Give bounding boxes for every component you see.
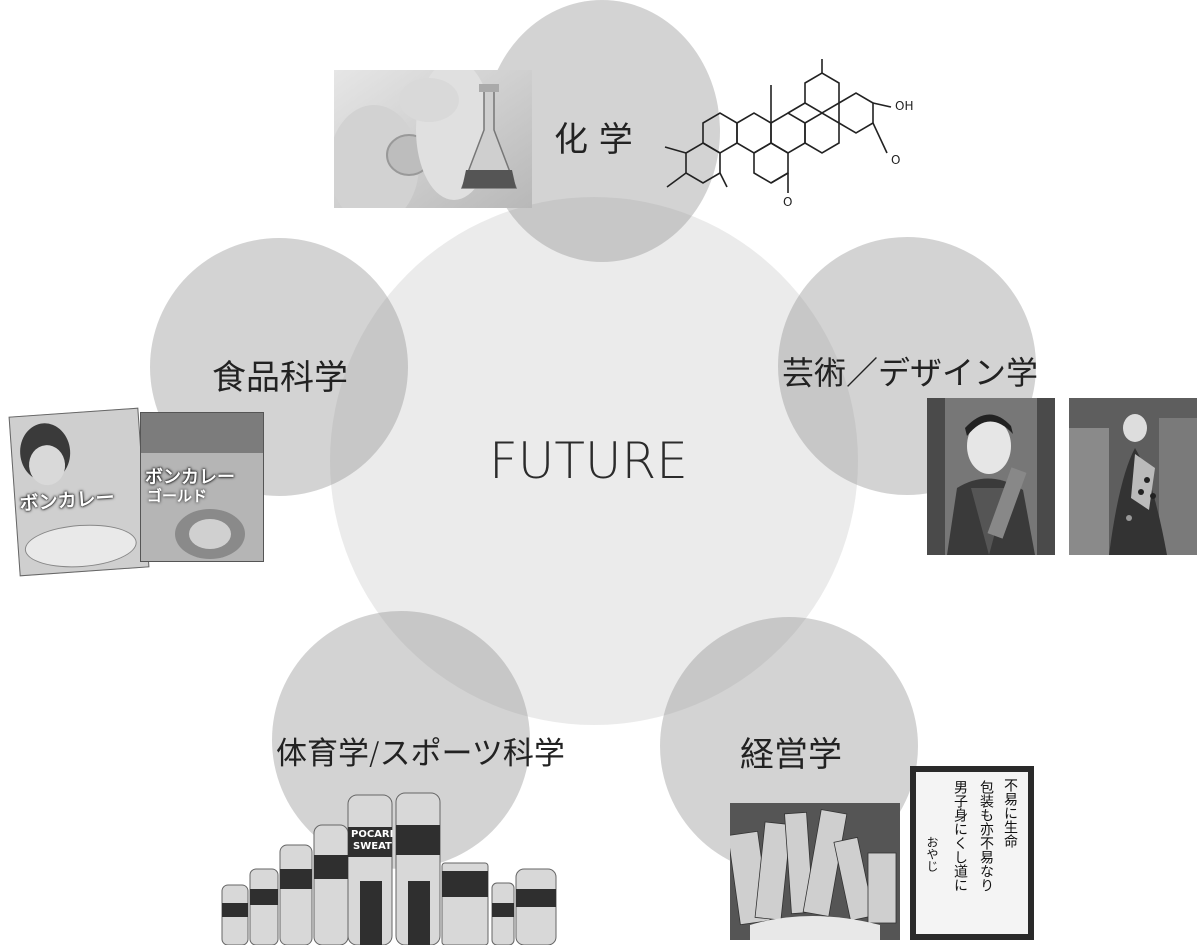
- center-label: FUTURE: [489, 432, 688, 490]
- o-label-right: O: [891, 153, 901, 167]
- art-painting-right: [1069, 398, 1197, 555]
- bottle-brand-2: SWEAT: [353, 841, 392, 852]
- food-label: 食品科学: [212, 358, 348, 398]
- art-label: 芸術／デザイン学: [782, 354, 1039, 392]
- food-box-right-sub: ゴールド: [147, 487, 208, 505]
- business-books-photo: [730, 803, 900, 940]
- food-box-right: ボンカレー ゴールド: [140, 412, 264, 562]
- food-box-right-brand: ボンカレー: [145, 467, 235, 488]
- o-label-bottom: O: [783, 195, 793, 209]
- calligraphy-signature: おやじ: [925, 836, 939, 872]
- sports-label: 体育学/スポーツ科学: [276, 736, 565, 772]
- chemistry-label: 化 学: [554, 120, 633, 160]
- center-circle: [330, 197, 858, 725]
- bottle-brand-1: POCARI: [351, 829, 394, 840]
- business-label: 経営学: [740, 735, 842, 775]
- molecule-structure: OH O O: [655, 55, 925, 215]
- chemistry-lab-photo: [334, 70, 532, 208]
- calligraphy-scroll: 不易に生命 包装も亦不易なり 男子身にくし道に おやじ: [910, 766, 1034, 940]
- sports-drink-bottles: POCARI SWEAT: [220, 785, 560, 945]
- art-painting-left: [927, 398, 1055, 555]
- calligraphy-col1: 不易に生命: [1002, 778, 1018, 848]
- oh-label: OH: [895, 99, 914, 113]
- calligraphy-col3: 男子身にくし道に: [952, 780, 968, 892]
- food-box-left: ボンカレー: [8, 407, 150, 577]
- calligraphy-col2: 包装も亦不易なり: [978, 780, 994, 892]
- food-box-left-brand: ボンカレー: [18, 486, 116, 516]
